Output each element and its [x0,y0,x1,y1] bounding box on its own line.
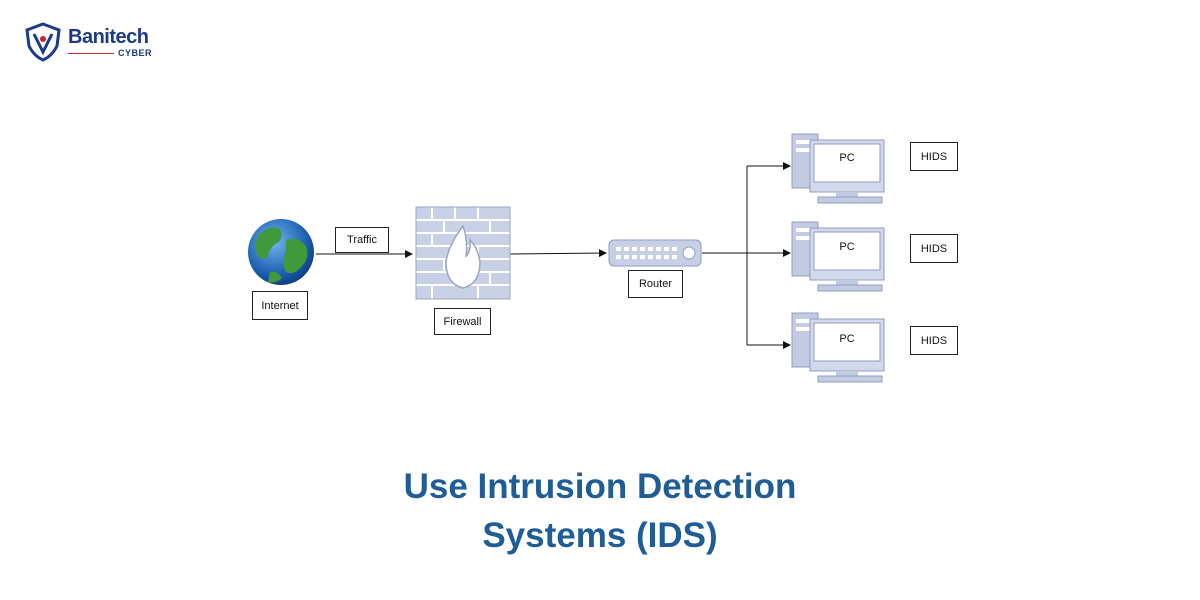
page-title: Use Intrusion Detection Systems (IDS) [0,462,1200,560]
shield-icon [25,22,61,62]
router-label: Router [628,270,683,298]
pc-label: PC [839,333,855,345]
hids-label: HIDS [910,234,958,263]
brand-divider [68,53,114,54]
connector-firewall-router [509,249,607,258]
brand-logo: Banitech CYBER [24,22,174,64]
pc-label: PC [839,152,855,164]
pc-label: PC [839,241,855,253]
router-icon [608,239,702,267]
traffic-label: Traffic [335,227,389,253]
pc-icon [791,133,885,204]
pc-icon [791,312,885,383]
brand-name: Banitech [68,26,149,48]
brand-sub: CYBER [118,48,153,58]
globe-icon [248,219,314,285]
firewall-label: Firewall [434,308,491,335]
title-line-1: Use Intrusion Detection [403,467,797,506]
firewall-icon [415,206,511,300]
title-line-2: Systems (IDS) [482,516,718,555]
pc-icon [791,221,885,292]
hids-label: HIDS [910,142,958,171]
hids-label: HIDS [910,326,958,355]
internet-label: Internet [252,291,308,320]
